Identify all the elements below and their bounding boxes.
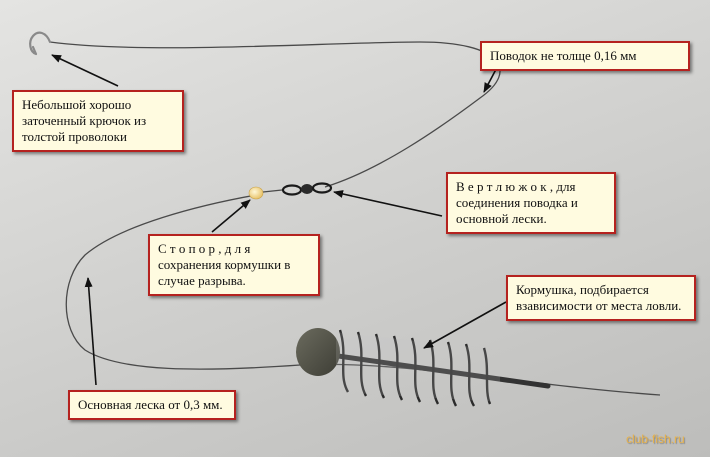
hook-label: Небольшой хорошо заточенный крючок из то… (12, 90, 184, 152)
arrow-swivel (333, 190, 443, 217)
swivel-icon (281, 182, 333, 196)
arrow-hook (51, 54, 119, 87)
watermark: club-fish.ru (626, 432, 685, 446)
stopper-bead (248, 186, 264, 200)
arrow-stopper (211, 199, 251, 233)
arrow-main-line (84, 277, 97, 386)
arrow-feeder (423, 301, 507, 349)
leader-label: Поводок не толще 0,16 мм (480, 41, 690, 71)
swivel-label: В е р т л ю ж о к , для соединения повод… (446, 172, 616, 234)
feeder-label: Кормушка, подбирается взависимости от ме… (506, 275, 696, 321)
leader-line (49, 41, 501, 188)
feeder-icon (296, 328, 551, 407)
hook-icon (29, 31, 52, 56)
main-line-label: Основная леска от 0,3 мм. (68, 390, 236, 420)
stopper-label: С т о п о р , д л я сохранения кормушки … (148, 234, 320, 296)
